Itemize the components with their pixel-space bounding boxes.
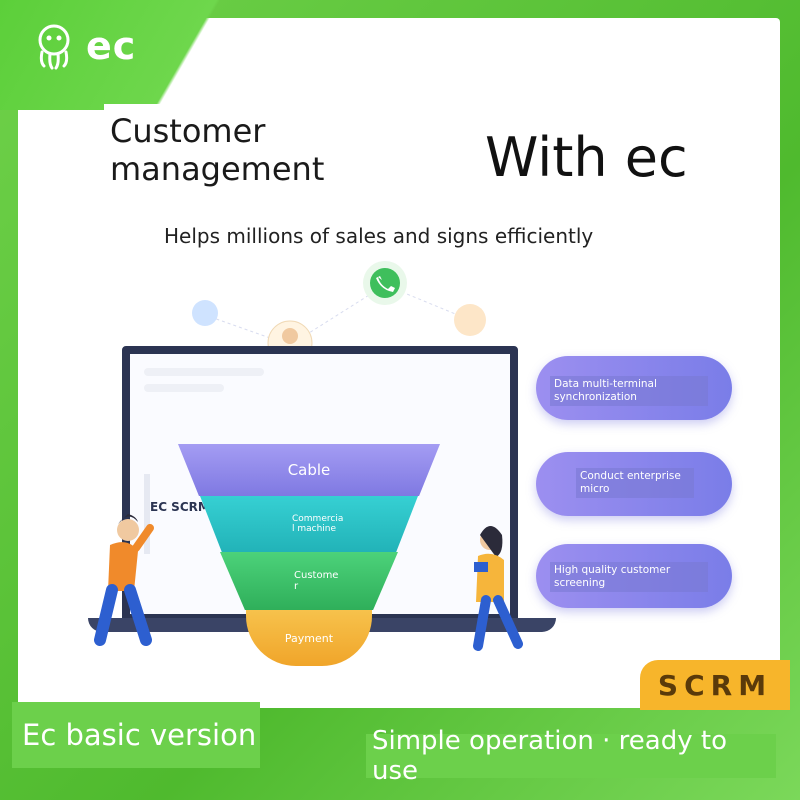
headline-line-2: management [110,150,325,188]
funnel-label: Commercia l machine [292,514,344,534]
funnel-layer-customer: Custome r [220,552,398,610]
person-right [473,526,523,651]
feature-micro-text: Conduct enterprise micro [576,468,694,498]
feature-screening-text: High quality customer screening [550,562,708,592]
screen-label: EC SCRM [150,500,210,514]
funnel-layer-commercial: Commercia l machine [200,496,418,552]
logo: ec [30,22,136,70]
headline: Customer management [110,112,324,188]
logo-text: ec [86,24,137,68]
tagline: Simple operation · ready to use [366,726,776,786]
version-label: Ec basic version [12,702,260,768]
bulb-icon [454,304,486,336]
funnel-label: Cable [287,461,331,479]
funnel-label: Payment [284,631,334,645]
octopus-icon [38,24,70,70]
feature-sync-text: Data multi-terminal synchronization [550,376,708,406]
headline-line-1: Customer [110,112,266,150]
funnel-layer-payment: Payment [246,610,372,666]
funnel-label: Custome r [294,570,339,592]
bell-icon [192,300,218,326]
headline-emphasis: With ec [485,126,688,189]
headline-box [104,104,356,208]
funnel-layer-cable: Cable [178,444,440,496]
laptop-screen [122,346,518,622]
scrm-badge: SCRM [640,660,790,710]
person-left [94,514,154,646]
subheadline: Helps millions of sales and signs effici… [158,222,600,250]
